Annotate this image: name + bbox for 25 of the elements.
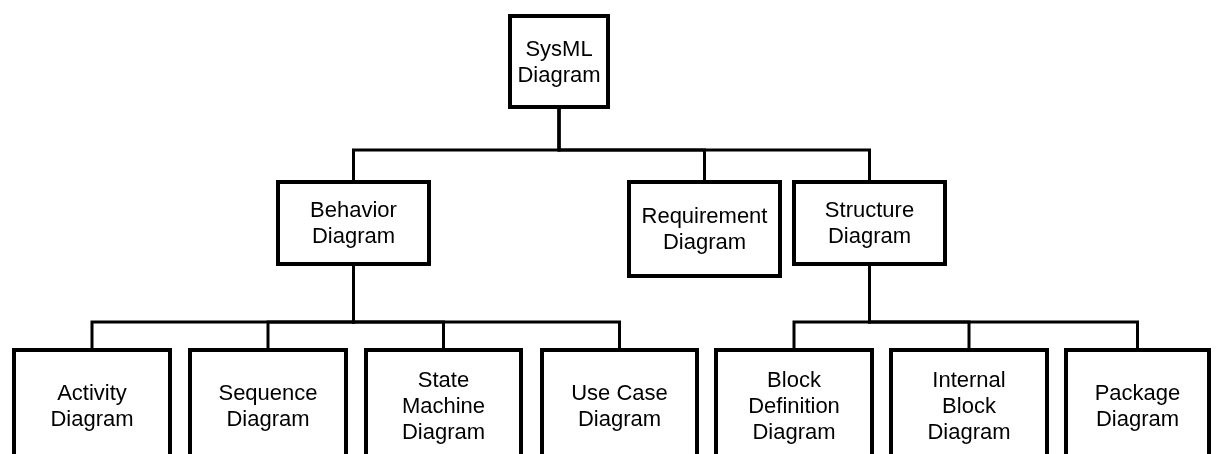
box-label: Internal Block Diagram — [926, 367, 1012, 445]
diagram-box — [188, 348, 348, 454]
connector-line — [557, 109, 871, 180]
box-label: Structure Diagram — [823, 197, 916, 249]
diagram-box — [792, 180, 947, 266]
diagram-box — [889, 348, 1049, 454]
connector-line — [352, 266, 621, 348]
diagram-box — [627, 180, 782, 278]
diagram-box — [508, 14, 610, 109]
box-label: Use Case Diagram — [570, 380, 669, 432]
box-label: Package Diagram — [1093, 380, 1182, 432]
box-label: Block Definition Diagram — [747, 367, 841, 445]
box-label: Requirement Diagram — [640, 203, 769, 255]
box-label: State Machine Diagram — [400, 367, 487, 445]
box-label: SysML Diagram — [516, 35, 602, 88]
diagram-box — [1064, 348, 1211, 454]
box-label: Sequence Diagram — [217, 380, 319, 432]
diagram-box — [540, 348, 699, 454]
connector-line — [868, 266, 1139, 348]
box-label: Activity Diagram — [49, 380, 135, 432]
diagram-box — [714, 348, 874, 454]
diagram-box — [364, 348, 523, 454]
diagram-box — [276, 180, 431, 266]
box-label: Behavior Diagram — [309, 197, 398, 249]
diagram-box — [12, 348, 172, 454]
